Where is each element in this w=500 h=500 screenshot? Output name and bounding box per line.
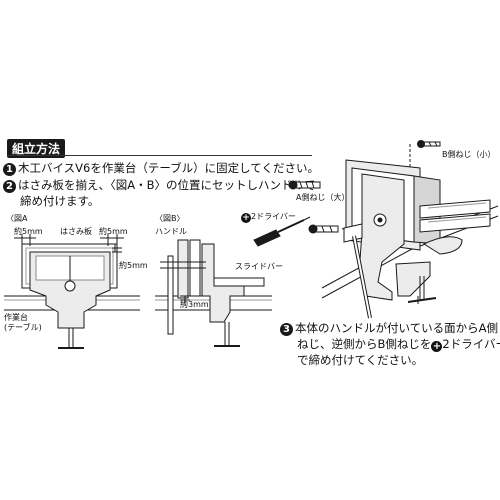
figure-b-dim: 約3mm — [180, 300, 209, 309]
step-3-text-line3: で締め付けてください。 — [297, 353, 424, 367]
step-1-number: 1 — [3, 163, 16, 176]
figure-a-dim-left: 約5mm — [14, 227, 43, 236]
figure-b-title: 〈図B〉 — [155, 214, 185, 223]
figure-b-vise-icon — [155, 239, 272, 347]
heading-rule — [7, 155, 312, 156]
figure-a-table-label-2: (テーブル) — [4, 323, 42, 332]
step-3-text-line2: ねじ、逆側からB側ねじを+2ドライバー — [297, 336, 500, 352]
step-3-line2-part1: ねじ、逆側からB側ねじを — [297, 337, 432, 351]
figure-a-dim-side: 約5mm — [119, 261, 148, 270]
screw-b-icon — [417, 140, 441, 148]
figure-a-dim-right: 約5mm — [99, 227, 128, 236]
step-2-text-line1: はさみ板を揃え、〈図A・B〉の位置にセットしハンドルで — [18, 178, 316, 192]
driver-label: +2ドライバー — [241, 212, 296, 223]
plus-driver-icon: + — [431, 341, 443, 352]
screwdriver-icon — [253, 216, 311, 247]
figure-a-vise-icon — [4, 234, 140, 349]
step-3-number: 3 — [280, 323, 293, 336]
main-vise-icon — [321, 159, 499, 319]
screw-b-label: B側ねじ（小） — [442, 150, 496, 159]
screw-a-label: A側ねじ（大） — [296, 193, 350, 202]
plus-icon: + — [241, 213, 251, 223]
step-1-text: 木工バイスV6を作業台（テーブル）に固定してください。 — [18, 161, 319, 175]
step-2-text-line2: 締め付けます。 — [20, 194, 100, 208]
figure-a-title: 〈図A — [6, 214, 28, 223]
section-heading: 組立方法 — [7, 139, 66, 158]
step-2-number: 2 — [3, 180, 16, 193]
step-3-text-line1: 本体のハンドルが付いている面からA側 — [295, 321, 499, 335]
step-3-line2-part2: 2ドライバー — [442, 337, 500, 351]
driver-label-text: 2ドライバー — [251, 212, 296, 221]
figure-b-handle-label: ハンドル — [155, 227, 187, 236]
screw-a2-icon — [308, 224, 339, 234]
figure-a-board-label: はさみ板 — [60, 227, 92, 236]
screw-a-icon — [288, 180, 321, 190]
figure-b-slide-bar-label: スライドバー — [235, 262, 283, 271]
figure-a-table-label-1: 作業台 — [4, 313, 28, 322]
